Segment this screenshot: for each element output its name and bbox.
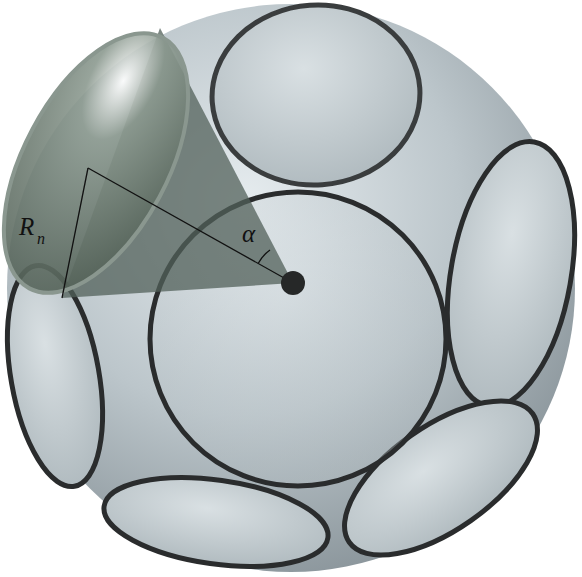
radius-label: R [19,214,34,239]
axis-line [88,168,293,283]
center-dot [281,271,305,295]
radius-line [62,168,88,298]
cap [429,132,582,417]
angle-arc [258,250,270,263]
cap [206,0,426,192]
angle-label: α [242,221,255,246]
cap [0,4,226,322]
radius-label: n [37,231,45,247]
